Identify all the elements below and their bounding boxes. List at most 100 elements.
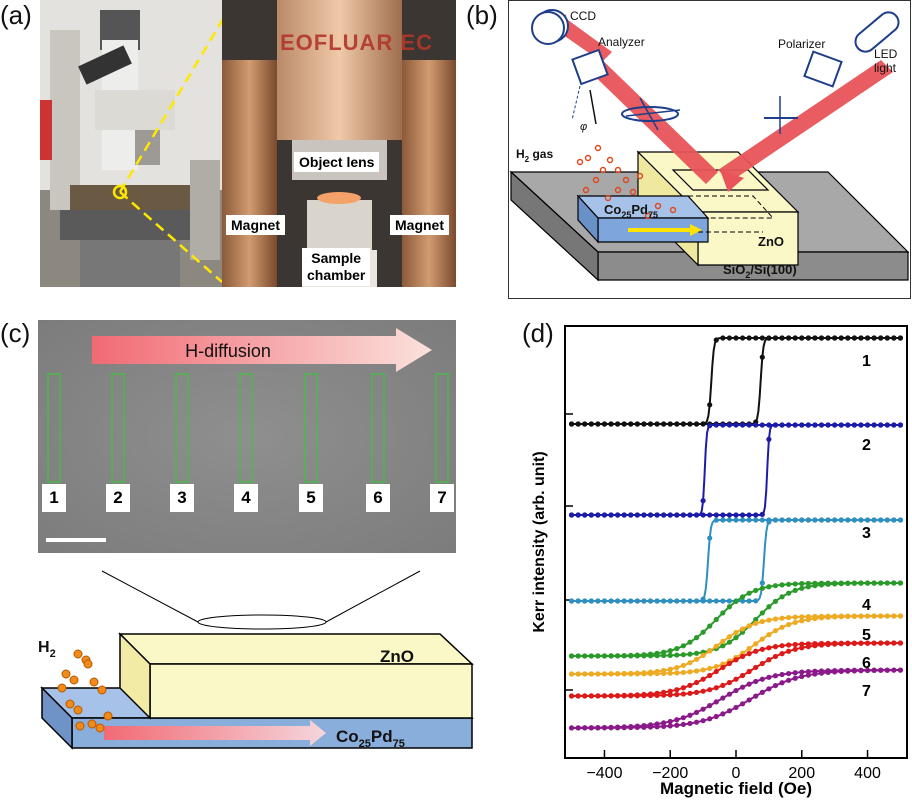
magnet-right-label: Magnet — [390, 215, 449, 235]
data-point — [713, 512, 719, 518]
data-point — [786, 648, 792, 654]
data-point — [884, 580, 890, 586]
data-point — [667, 648, 673, 654]
data-point — [759, 511, 765, 517]
data-point — [641, 691, 647, 698]
data-point — [792, 675, 798, 681]
data-point — [799, 335, 805, 341]
object-lens-label: Object lens — [294, 152, 380, 172]
data-point — [799, 517, 805, 523]
data-point — [680, 691, 686, 697]
data-point — [746, 697, 752, 703]
data-point — [621, 421, 627, 427]
data-point — [707, 512, 713, 518]
data-point — [792, 581, 798, 587]
data-point — [661, 667, 667, 674]
data-point — [720, 610, 726, 616]
data-point — [792, 614, 798, 620]
data-point — [772, 644, 779, 650]
roi-box-1 — [47, 373, 61, 483]
data-point — [726, 335, 733, 341]
data-point — [634, 421, 640, 427]
analyzer-icon — [571, 48, 609, 86]
data-point — [654, 690, 660, 696]
data-point — [851, 613, 857, 619]
data-point — [766, 517, 772, 523]
data-point — [720, 682, 726, 688]
data-point — [713, 699, 719, 705]
data-point — [799, 614, 805, 620]
data-point — [753, 693, 759, 699]
data-point — [700, 596, 706, 602]
data-point — [753, 616, 759, 623]
data-point — [654, 421, 660, 427]
data-point — [832, 640, 838, 646]
data-point — [628, 421, 634, 427]
data-point — [759, 422, 765, 428]
data-point — [674, 421, 680, 427]
incident-beam — [718, 60, 893, 182]
data-point — [661, 421, 667, 427]
ccd-label: CCD — [570, 9, 596, 23]
data-point — [720, 664, 726, 671]
series-label-3: 3 — [862, 525, 871, 542]
data-point — [575, 421, 581, 427]
data-point — [753, 335, 759, 341]
data-point — [661, 720, 667, 726]
data-point — [634, 670, 640, 676]
data-point — [700, 667, 706, 673]
data-point — [568, 671, 575, 677]
data-point — [661, 689, 667, 695]
data-point — [878, 667, 884, 673]
data-point — [720, 422, 726, 428]
data-point — [647, 421, 654, 427]
substrate-label: SiO2/Si(100) — [723, 262, 797, 280]
data-point — [792, 646, 798, 652]
data-point — [588, 598, 594, 604]
data-point — [746, 598, 752, 604]
data-point — [713, 685, 719, 691]
position-label-7: 7 — [430, 484, 454, 512]
x-tick-label: −200 — [652, 765, 688, 782]
data-point — [674, 652, 680, 658]
data-point — [680, 598, 686, 604]
data-point — [661, 598, 667, 604]
data-point — [726, 634, 733, 640]
data-point — [700, 652, 706, 658]
data-point — [674, 722, 680, 728]
data-point — [601, 653, 608, 659]
data-point — [568, 421, 575, 427]
data-point — [726, 639, 733, 645]
position-label-3: 3 — [170, 484, 194, 512]
data-point — [772, 517, 779, 523]
sample-stage-illustration — [222, 0, 456, 287]
data-point — [707, 687, 713, 693]
data-point — [746, 668, 752, 675]
data-point — [766, 686, 772, 692]
data-point — [838, 422, 844, 428]
data-point — [818, 517, 825, 523]
series-label-6: 6 — [862, 655, 871, 672]
data-point — [720, 638, 726, 644]
data-point — [700, 512, 706, 518]
data-point — [891, 640, 897, 646]
data-point — [805, 613, 811, 620]
data-point — [628, 652, 634, 658]
data-point — [700, 706, 706, 712]
data-point — [805, 335, 811, 341]
data-point — [628, 512, 634, 518]
data-point — [707, 665, 713, 672]
zno-label-c: ZnO — [380, 647, 414, 666]
series-label-2: 2 — [862, 437, 871, 454]
data-point — [786, 517, 792, 523]
data-point — [772, 628, 779, 634]
data-point — [753, 517, 759, 523]
data-point — [588, 512, 594, 518]
data-point — [621, 692, 627, 698]
data-point — [575, 693, 581, 699]
data-point — [812, 517, 818, 523]
data-point — [700, 676, 706, 682]
data-point — [772, 673, 779, 679]
data-point — [615, 598, 621, 604]
